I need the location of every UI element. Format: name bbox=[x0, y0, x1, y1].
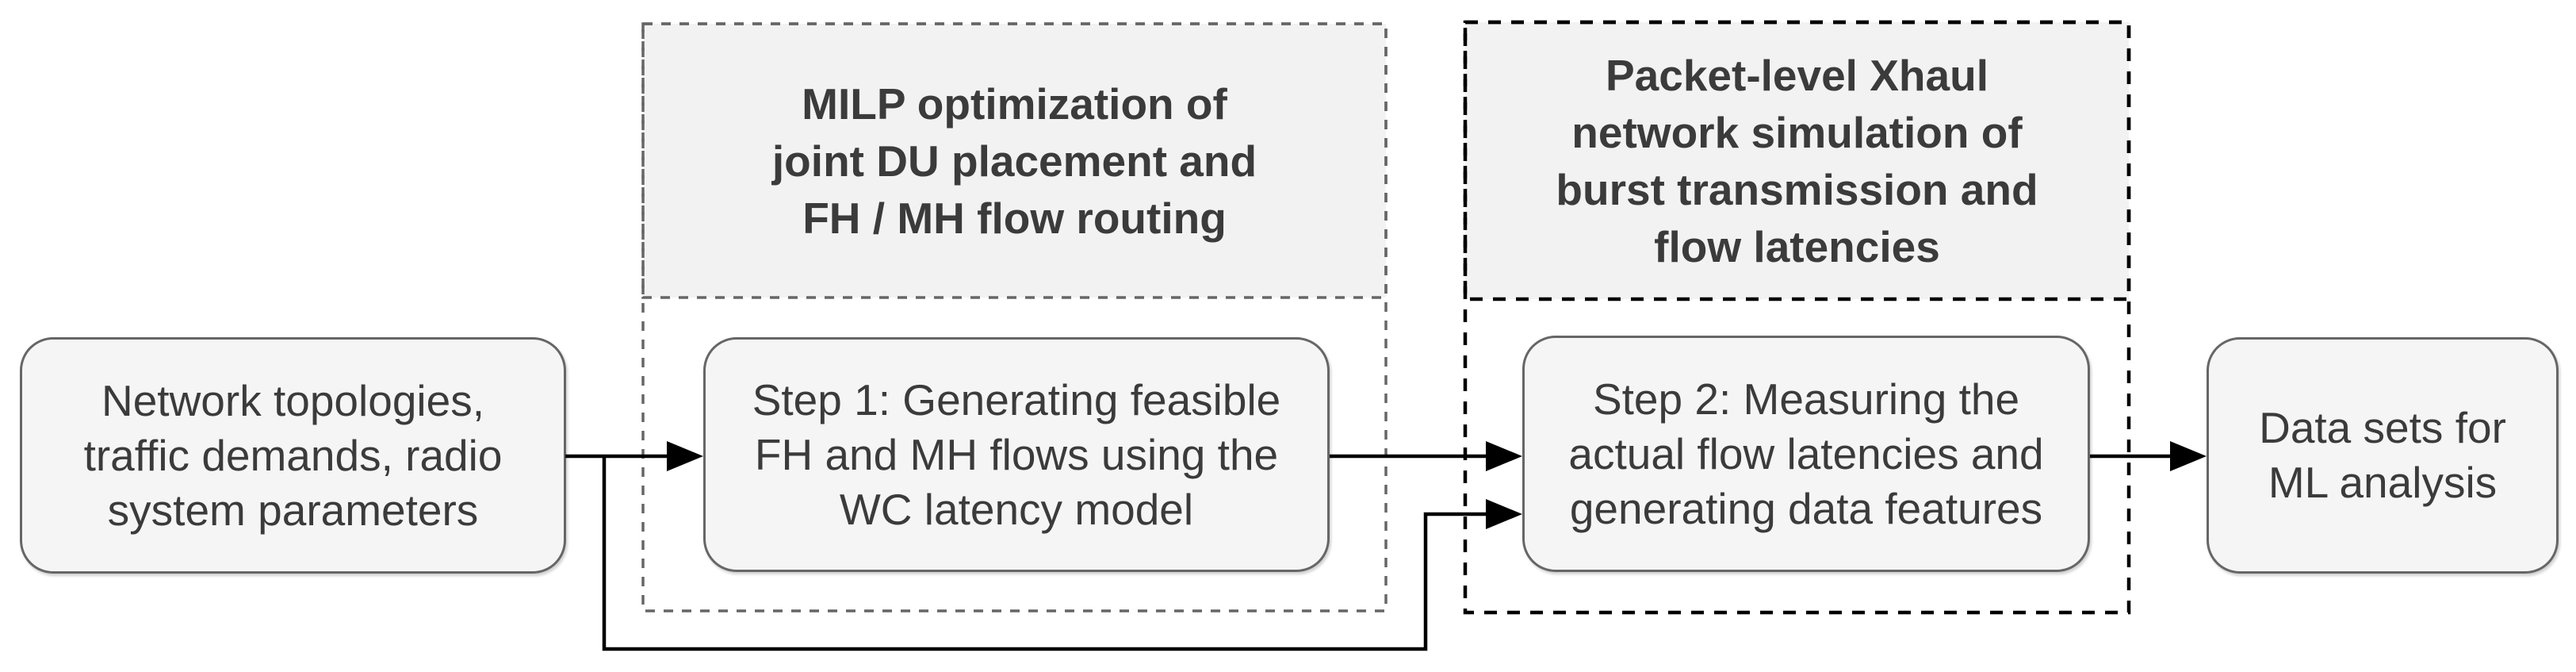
output-node-label: Data sets for ML analysis bbox=[2259, 401, 2506, 510]
step1-node-line: FH and MH flows using the bbox=[754, 429, 1279, 479]
step2-node: Step 2: Measuring the actual flow latenc… bbox=[1522, 336, 2090, 572]
milp-title-panel bbox=[641, 22, 1388, 299]
milp-title-line: FH / MH flow routing bbox=[802, 193, 1227, 243]
output-node-line: ML analysis bbox=[2268, 458, 2498, 507]
step1-node: Step 1: Generating feasible FH and MH fl… bbox=[703, 337, 1330, 572]
xhaul-title-line: Packet-level Xhaul bbox=[1605, 50, 1988, 100]
input-node-line: traffic demands, radio bbox=[83, 430, 503, 480]
output-node: Data sets for ML analysis bbox=[2207, 337, 2559, 574]
xhaul-title-line: flow latencies bbox=[1654, 221, 1940, 271]
milp-group-title: MILP optimization of joint DU placement … bbox=[643, 24, 1386, 298]
step1-node-label: Step 1: Generating feasible FH and MH fl… bbox=[752, 373, 1281, 537]
milp-title-line: MILP optimization of bbox=[802, 79, 1227, 129]
input-node-label: Network topologies, traffic demands, rad… bbox=[84, 374, 503, 538]
step2-node-line: generating data features bbox=[1569, 483, 2043, 533]
step1-node-line: WC latency model bbox=[839, 484, 1194, 534]
input-node-line: system parameters bbox=[107, 485, 479, 535]
xhaul-title-panel bbox=[1463, 20, 2131, 301]
milp-title-line: joint DU placement and bbox=[771, 136, 1257, 186]
step1-node-line: Step 1: Generating feasible bbox=[752, 374, 1281, 424]
input-node: Network topologies, traffic demands, rad… bbox=[20, 337, 566, 574]
xhaul-group-outline bbox=[1463, 20, 2131, 615]
input-node-line: Network topologies, bbox=[101, 375, 485, 425]
step2-node-label: Step 2: Measuring the actual flow latenc… bbox=[1568, 372, 2043, 536]
step2-node-line: Step 2: Measuring the bbox=[1592, 374, 2020, 424]
step2-node-line: actual flow latencies and bbox=[1568, 428, 2044, 478]
output-node-line: Data sets for bbox=[2259, 403, 2506, 452]
xhaul-title-line: network simulation of bbox=[1571, 107, 2023, 157]
xhaul-group-title: Packet-level Xhaul network simulation of… bbox=[1465, 22, 2129, 299]
xhaul-title-line: burst transmission and bbox=[1556, 164, 2038, 214]
